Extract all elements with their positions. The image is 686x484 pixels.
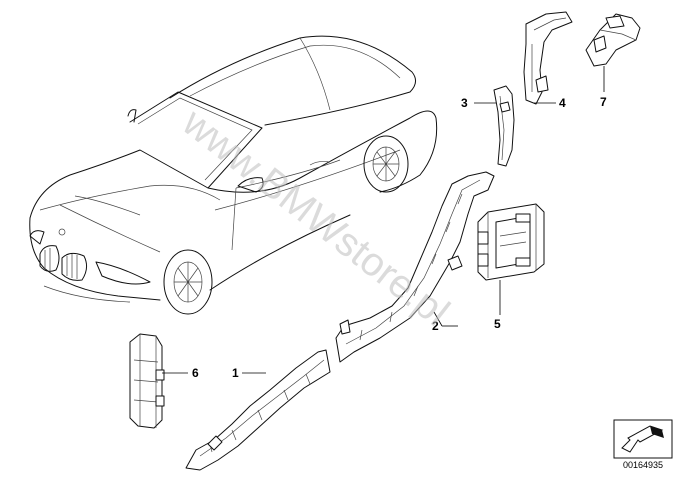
callout-5: 5	[494, 317, 501, 331]
part-7-bracket	[585, 13, 641, 67]
part-6-module	[129, 333, 165, 429]
callout-6: 6	[192, 366, 199, 380]
part-2-cable-duct	[335, 171, 495, 363]
part-1-cable-duct	[185, 349, 331, 471]
part-3-trim	[493, 85, 515, 167]
arrow-down-left-icon	[613, 419, 673, 459]
callout-2: 2	[432, 319, 439, 333]
callout-labels: 1 2 3 4 5 6 7	[192, 95, 607, 380]
part-5-control-module	[477, 203, 545, 281]
watermark-text: www.BMWstore.pl	[174, 100, 458, 335]
part-4-rail	[523, 11, 573, 105]
callout-1: 1	[232, 366, 239, 380]
leader-lines	[162, 66, 605, 374]
document-number: 00164935	[622, 460, 664, 470]
callout-7: 7	[600, 95, 607, 109]
callout-3: 3	[461, 96, 468, 110]
car-illustration	[29, 35, 438, 315]
callout-4: 4	[559, 96, 566, 110]
